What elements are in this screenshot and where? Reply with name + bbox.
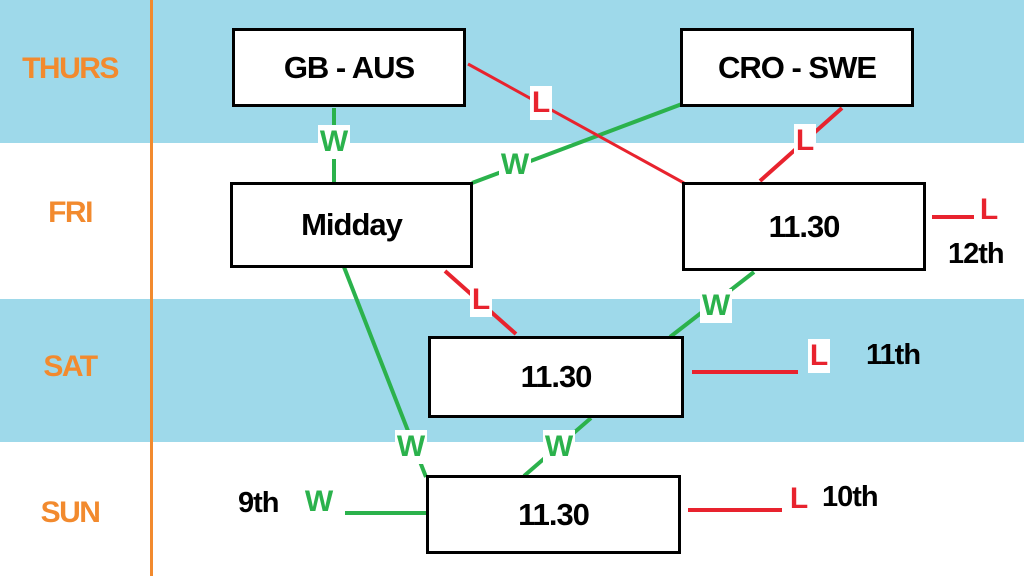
placing-10th: 10th: [822, 481, 879, 513]
win-tag: W: [543, 430, 575, 464]
loss-tag: L: [978, 193, 1000, 227]
match-box-sun-1130: 11.30: [426, 475, 681, 554]
day-label-sat: SAT: [43, 350, 98, 383]
day-label-sun: SUN: [40, 496, 101, 529]
loss-line-gbaus-to-fri1130: [467, 62, 685, 185]
loss-tag: L: [808, 339, 830, 373]
match-label: GB - AUS: [283, 49, 415, 85]
match-box-fri-midday: Midday: [230, 182, 473, 268]
match-label: Midday: [301, 207, 403, 242]
match-box-gb-aus: GB - AUS: [232, 28, 466, 107]
match-label: 11.30: [518, 496, 590, 532]
win-tag: W: [303, 485, 335, 519]
match-label: CRO - SWE: [717, 49, 877, 85]
loss-tag: L: [788, 482, 810, 516]
loss-tag: L: [470, 283, 492, 317]
match-box-sat-1130: 11.30: [428, 336, 684, 418]
win-tag: W: [700, 289, 732, 323]
match-label: 11.30: [520, 359, 593, 394]
day-label-fri: FRI: [48, 196, 93, 229]
win-tag: W: [499, 148, 531, 182]
match-box-cro-swe: CRO - SWE: [680, 28, 914, 107]
placing-9th: 9th: [238, 487, 279, 519]
win-tag: W: [318, 125, 350, 159]
match-label: 11.30: [768, 208, 841, 244]
day-label-thurs: THURS: [22, 52, 119, 85]
placing-11th: 11th: [866, 339, 921, 371]
win-tag: W: [395, 430, 427, 464]
loss-tag: L: [794, 124, 816, 158]
day-divider-line: [150, 0, 153, 576]
placing-12th: 12th: [948, 238, 1005, 270]
match-box-fri-1130: 11.30: [682, 182, 926, 271]
loss-tag: L: [530, 86, 552, 120]
